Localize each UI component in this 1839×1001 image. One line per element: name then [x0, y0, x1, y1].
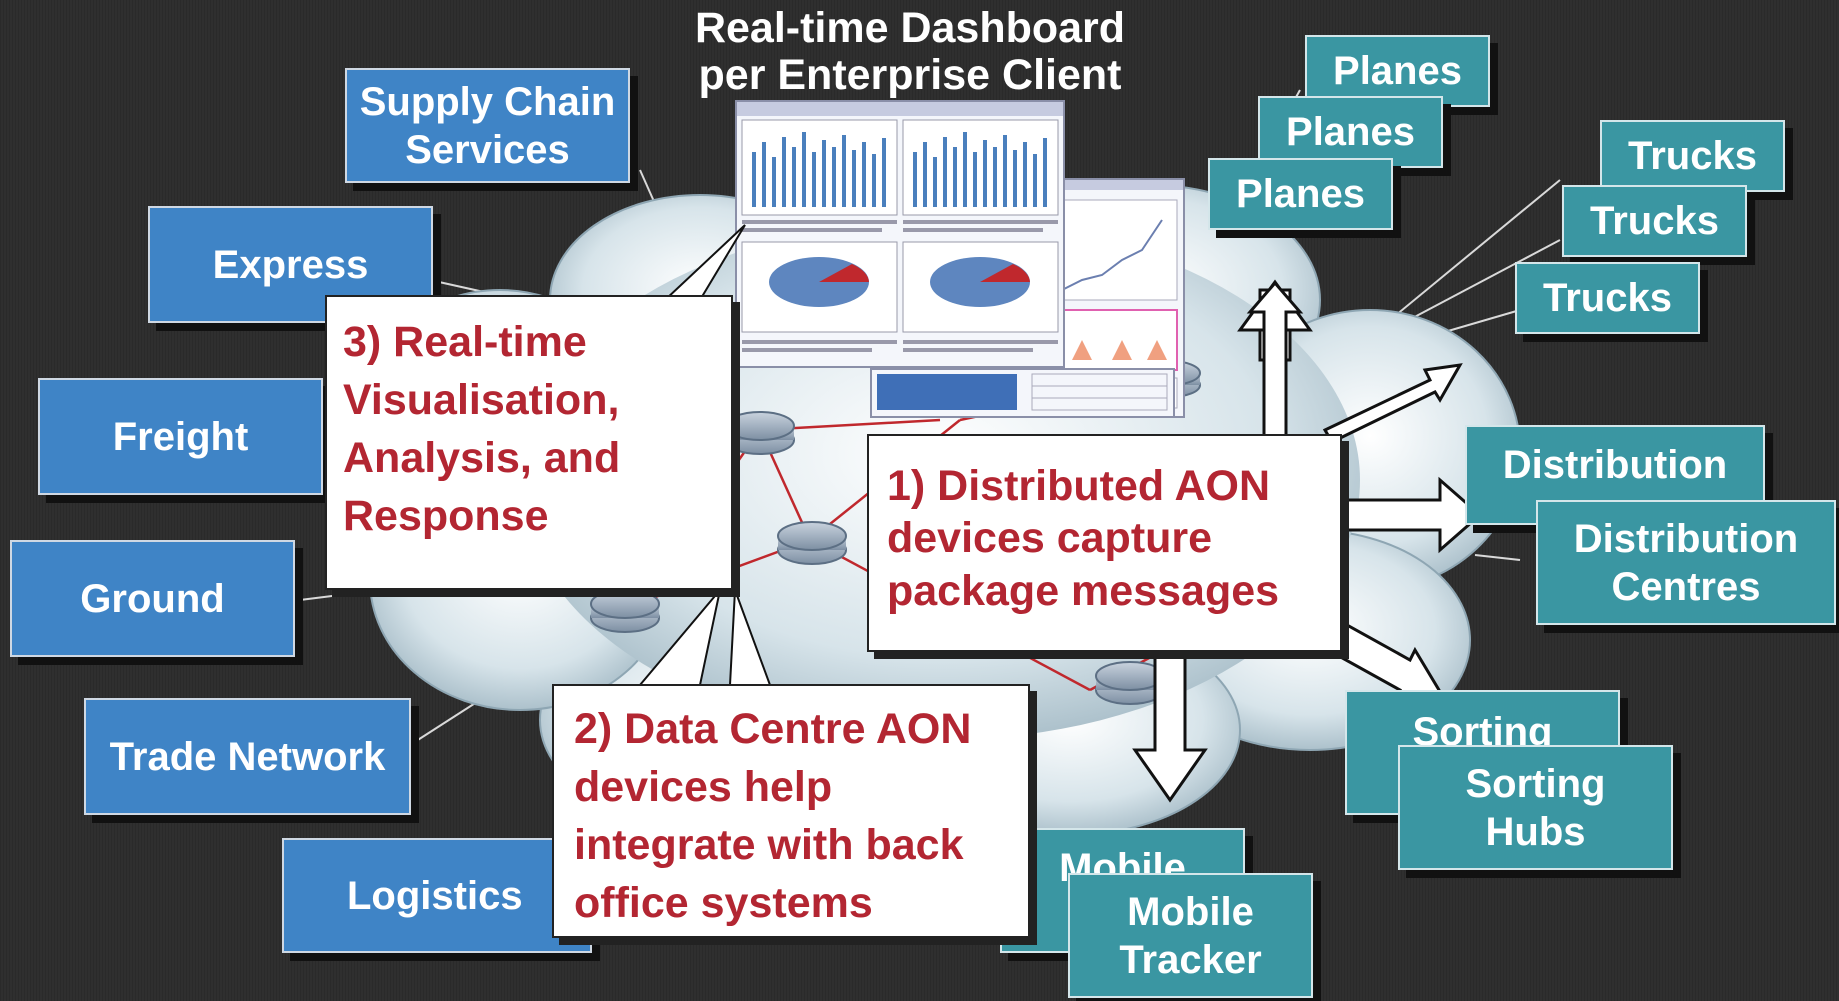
trucks-box-back: Trucks: [1600, 120, 1785, 192]
dashboard-title: Real-time Dashboard per Enterprise Clien…: [650, 4, 1170, 100]
callout-distributed-aon: 1) Distributed AON devices capture packa…: [867, 434, 1342, 652]
planes-label-back: Planes: [1333, 49, 1462, 93]
distribution-centres-box: Distribution Centres: [1536, 500, 1836, 625]
callout-visualisation: 3) Real-time Visualisation, Analysis, an…: [325, 295, 733, 590]
trucks-label-middle: Trucks: [1590, 199, 1719, 243]
planes-box-middle: Planes: [1258, 96, 1443, 168]
table-icon: [877, 373, 1168, 411]
planes-label-middle: Planes: [1286, 110, 1415, 154]
trade-network-label: Trade Network: [109, 734, 386, 779]
planes-box-front: Planes: [1208, 158, 1393, 230]
callout-visualisation-text: 3) Real-time Visualisation, Analysis, an…: [343, 318, 621, 541]
callout-data-centre-aon-text: 2) Data Centre AON devices help integrat…: [574, 705, 972, 928]
callout-data-centre-aon: 2) Data Centre AON devices help integrat…: [552, 684, 1030, 938]
mobile-tracker-box: Mobile Tracker: [1068, 873, 1313, 998]
trade-network-box: Trade Network: [84, 698, 411, 815]
ground-label: Ground: [80, 576, 225, 621]
distribution-centres-label: Distribution Centres: [1573, 516, 1799, 609]
dashboard-panels-icon: [737, 102, 1063, 352]
express-box: Express: [148, 206, 433, 323]
mobile-tracker-label: Mobile Tracker: [1119, 889, 1262, 982]
trucks-box-middle: Trucks: [1562, 185, 1747, 257]
distribution-label-back: Distribution: [1502, 443, 1728, 487]
trucks-label-back: Trucks: [1628, 134, 1757, 178]
dashboard-screenshot-main: [735, 100, 1065, 368]
trucks-box-front: Trucks: [1515, 262, 1700, 334]
freight-label: Freight: [112, 414, 249, 459]
router-icon: [777, 521, 847, 565]
logistics-label: Logistics: [347, 873, 523, 918]
express-label: Express: [212, 242, 369, 287]
dashboard-title-line2: per Enterprise Client: [698, 51, 1122, 100]
ground-box: Ground: [10, 540, 295, 657]
flow-arrows: [1132, 279, 1483, 803]
supply-chain-services-label: Supply Chain Services: [359, 79, 616, 172]
freight-box: Freight: [38, 378, 323, 495]
supply-chain-services-box: Supply Chain Services: [345, 68, 630, 183]
dashboard-title-line1: Real-time Dashboard: [694, 4, 1126, 52]
planes-label-front: Planes: [1236, 172, 1365, 216]
sorting-hubs-label: Sorting Hubs: [1465, 761, 1606, 854]
router-icon: [1095, 661, 1165, 705]
callout-distributed-aon-text: 1) Distributed AON devices capture packa…: [887, 462, 1280, 615]
logistics-box: Logistics: [282, 838, 592, 953]
sorting-hubs-box: Sorting Hubs: [1398, 745, 1673, 870]
planes-box-back: Planes: [1305, 35, 1490, 107]
dashboard-table-thumbnail: [870, 368, 1175, 418]
trucks-label-front: Trucks: [1543, 276, 1672, 320]
router-icon: [590, 589, 660, 633]
